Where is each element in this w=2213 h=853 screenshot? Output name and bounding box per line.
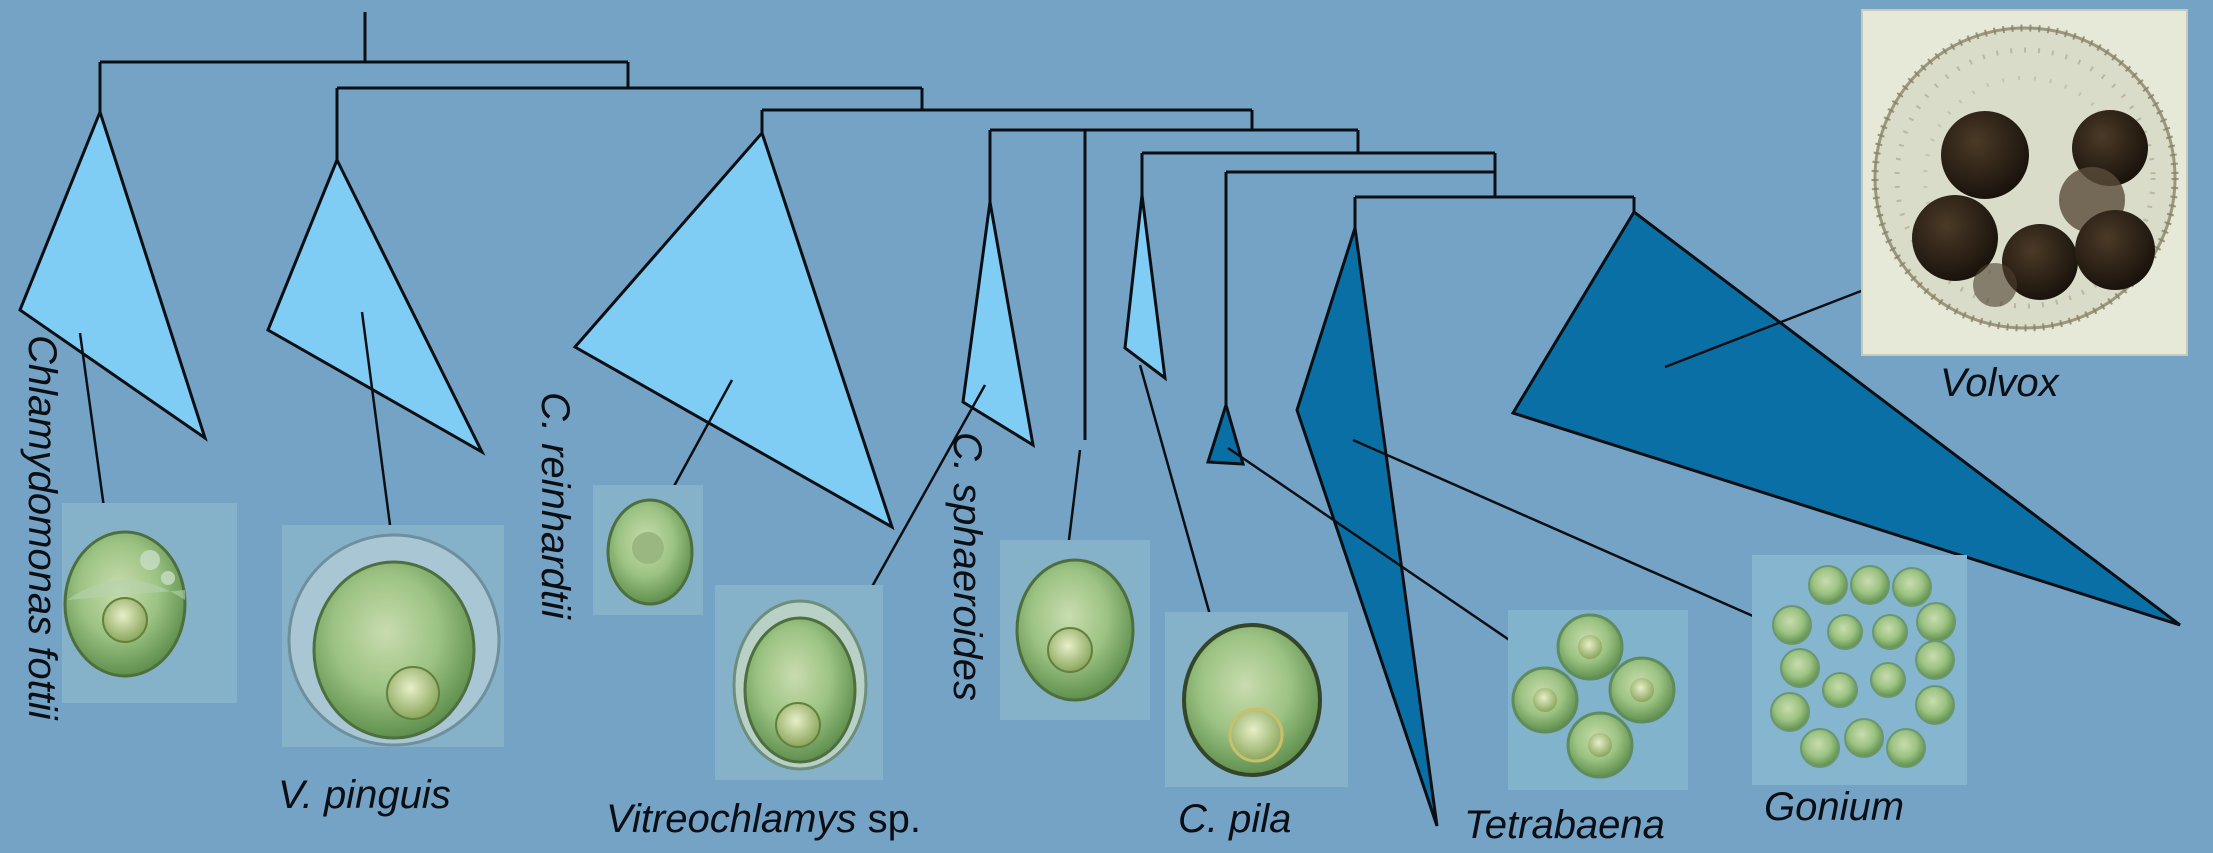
label-vitreochlamys-sp: sp. bbox=[856, 797, 920, 841]
label-volvox: Volvox bbox=[1940, 361, 2061, 405]
leader-vitreochlamys bbox=[853, 384, 987, 618]
leader-gonium bbox=[1352, 438, 1763, 622]
micrograph-volvox bbox=[1861, 9, 2188, 356]
leader-c-pila bbox=[1138, 364, 1214, 623]
leader-lines bbox=[78, 284, 1875, 652]
leader-tetrabaena bbox=[1227, 446, 1525, 652]
label-c-sphaeroides: C. sphaeroides bbox=[945, 432, 989, 701]
v-pinguis-clade bbox=[266, 156, 486, 456]
leader-v-pinguis bbox=[360, 311, 392, 526]
gonium-clade bbox=[1295, 227, 1439, 827]
micrograph-gonium bbox=[1752, 555, 1967, 785]
c-reinhardtii-clade bbox=[572, 130, 895, 531]
label-tetrabaena: Tetrabaena bbox=[1464, 803, 1665, 847]
micrograph-chlamydomonas-fottii bbox=[62, 503, 237, 703]
micrograph-c-pila bbox=[1165, 612, 1348, 787]
clade-triangles bbox=[18, 107, 2181, 827]
label-vitreochlamys-genus: Vitreochlamys bbox=[606, 797, 856, 841]
tree-branches bbox=[98, 12, 1636, 440]
leader-c-reinhardtii bbox=[671, 379, 734, 489]
micrograph-vitreochlamys bbox=[715, 585, 883, 780]
chlamydomonas-fottii-clade bbox=[18, 107, 208, 442]
leader-chlamydomonas-fottii bbox=[78, 332, 107, 516]
label-v-pinguis: V. pinguis bbox=[278, 773, 451, 817]
tetrabaena-clade bbox=[1205, 399, 1246, 466]
volvox-clade bbox=[1510, 209, 2181, 627]
label-gonium: Gonium bbox=[1764, 785, 1904, 829]
micrograph-c-sphaeroides bbox=[1000, 540, 1150, 720]
micrograph-v-pinguis bbox=[282, 525, 504, 747]
micrograph-tetrabaena bbox=[1508, 610, 1688, 790]
label-vitreochlamys: Vitreochlamys sp. bbox=[606, 797, 921, 841]
label-chlamydomonas-fottii: Chlamydomonas fottii bbox=[20, 335, 64, 721]
leader-volvox bbox=[1664, 284, 1875, 369]
c-pila-clade bbox=[1123, 194, 1167, 382]
label-c-pila: C. pila bbox=[1178, 797, 1291, 841]
micrograph-c-reinhardtii bbox=[593, 485, 703, 615]
leader-c-sphaeroides bbox=[1066, 449, 1082, 549]
label-c-reinhardtii: C. reinhardtii bbox=[533, 392, 577, 620]
c-sphaeroides-clade bbox=[961, 201, 1036, 449]
